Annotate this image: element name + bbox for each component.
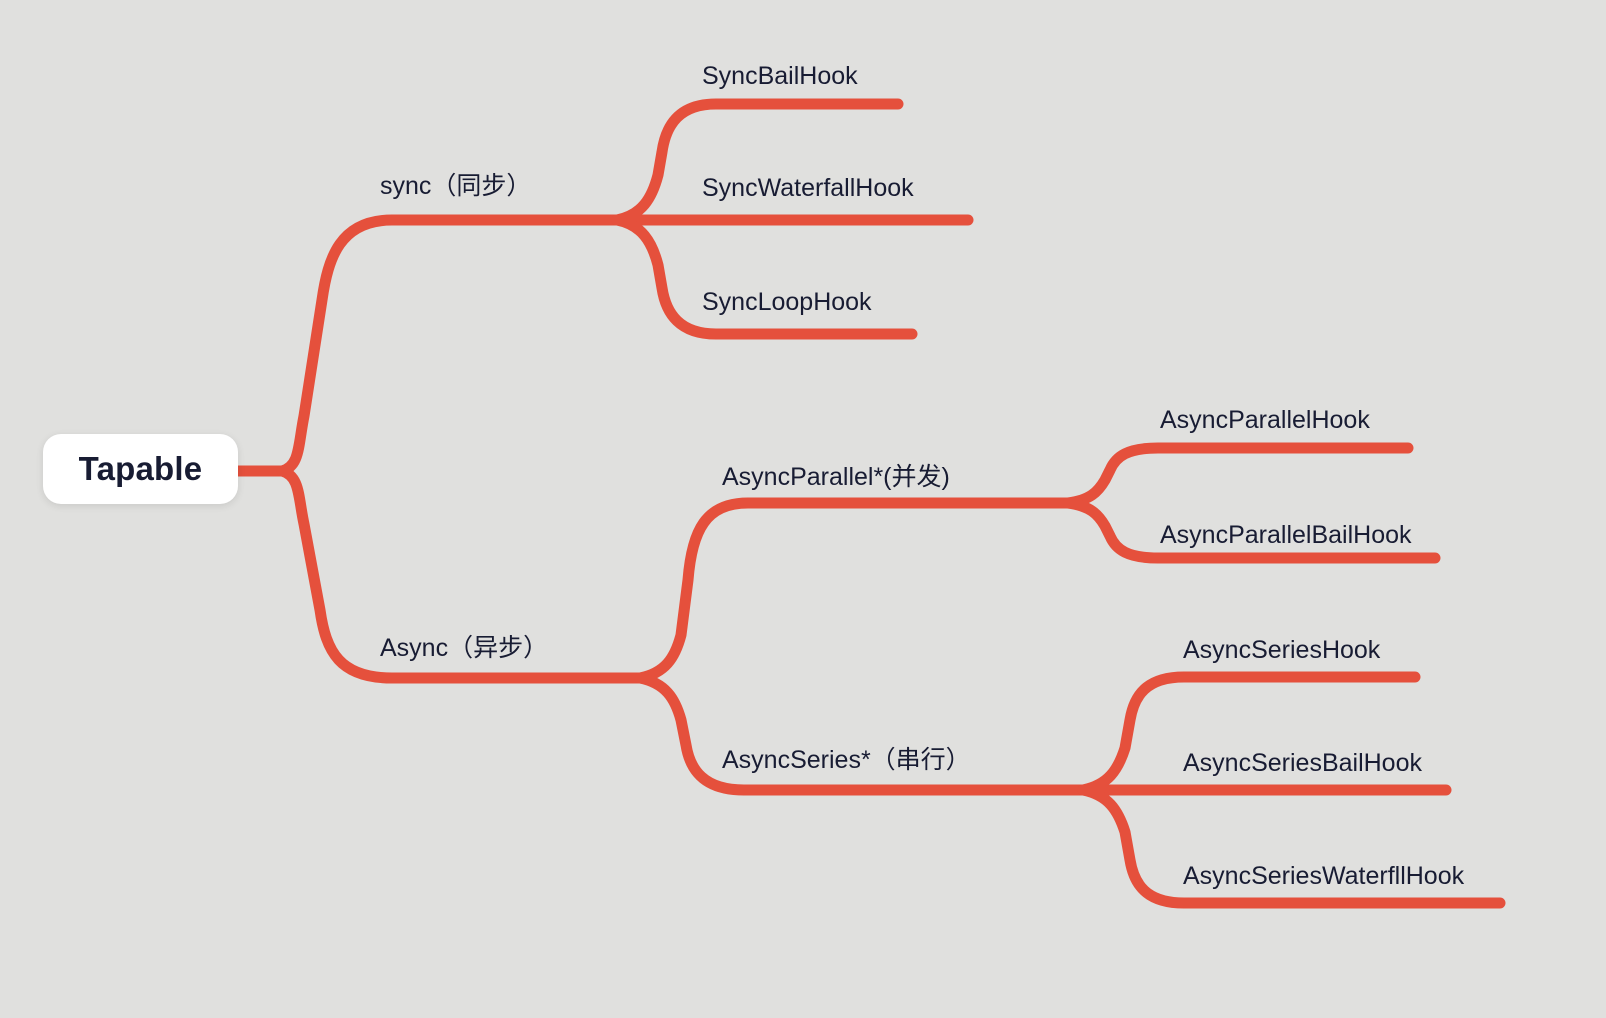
- connector-sync-branch: [276, 214, 623, 477]
- node-root-tapable[interactable]: Tapable: [43, 434, 238, 504]
- node-async[interactable]: Async（异步）: [380, 634, 549, 662]
- node-sync-waterfall-hook[interactable]: SyncWaterfallHook: [702, 174, 914, 202]
- connector-async-series-waterfll-hook: [1077, 784, 1506, 909]
- connector-async-branch: [276, 465, 646, 684]
- connector-async-parallel: [634, 497, 1074, 684]
- node-async-series-hook[interactable]: AsyncSeriesHook: [1183, 636, 1381, 664]
- node-sync[interactable]: sync（同步）: [380, 172, 532, 200]
- connector-async-parallel-hook: [1062, 442, 1414, 509]
- node-sync-bail-hook[interactable]: SyncBailHook: [702, 62, 858, 90]
- node-sync-loop-hook[interactable]: SyncLoopHook: [702, 288, 872, 316]
- connector-async-parallel-bail-hook: [1062, 497, 1441, 564]
- node-async-parallel-bail-hook[interactable]: AsyncParallelBailHook: [1160, 521, 1412, 549]
- node-async-series-waterfll-hook[interactable]: AsyncSeriesWaterfllHook: [1183, 862, 1465, 890]
- connector-async-series: [634, 672, 1089, 796]
- connector-async-series-hook: [1077, 671, 1421, 796]
- node-async-series[interactable]: AsyncSeries*（串行）: [722, 746, 971, 774]
- node-async-parallel-hook[interactable]: AsyncParallelHook: [1160, 406, 1370, 434]
- node-async-parallel[interactable]: AsyncParallel*(并发): [722, 463, 950, 491]
- node-async-series-bail-hook[interactable]: AsyncSeriesBailHook: [1183, 749, 1422, 777]
- connector-sync-loop-hook: [611, 214, 918, 340]
- connector-sync-bail-hook: [611, 98, 904, 226]
